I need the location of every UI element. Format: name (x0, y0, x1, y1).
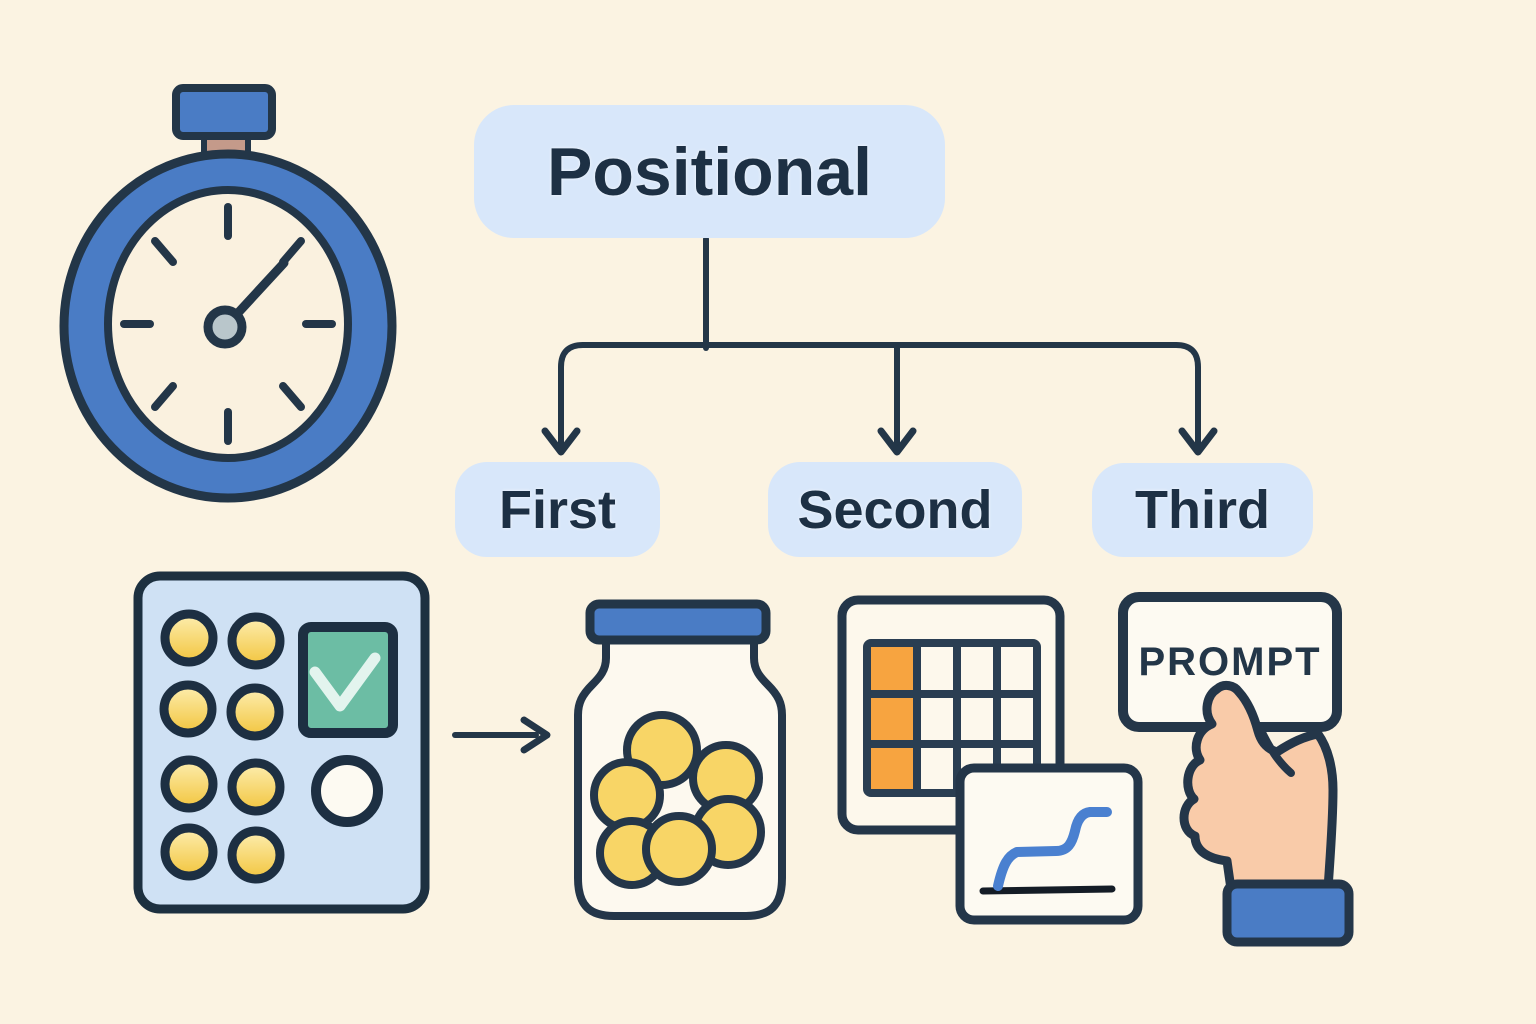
jar-coins (590, 711, 765, 889)
arrow-right-icon (452, 716, 551, 754)
stopwatch-button (172, 84, 276, 140)
jar-lid (585, 599, 771, 645)
coin-jar-icon (574, 599, 786, 920)
arrowhead-third (1178, 427, 1218, 456)
stopwatch-center-dot (203, 305, 247, 349)
check-square (298, 622, 398, 738)
branch-label-second: Second (768, 462, 1022, 557)
prompt-card-label: PROMPT (1138, 639, 1322, 684)
table-grid-lines (863, 639, 1041, 797)
tree-branch-first (558, 342, 586, 447)
chart-step-line (993, 807, 1112, 891)
chart-baseline (979, 885, 1116, 895)
root-label-positional: Positional (474, 105, 945, 238)
tree-branch-third (1173, 342, 1201, 447)
panel-buttons (159, 609, 285, 884)
check-icon (309, 652, 381, 712)
chart-card (955, 763, 1143, 925)
button-panel-icon (133, 571, 430, 914)
arrowhead-first (541, 427, 581, 456)
step-chart-icon (955, 763, 1143, 925)
hand-holding-prompt-card-icon (1118, 592, 1354, 947)
tree-connector (541, 236, 1218, 456)
stopwatch-ticks (120, 203, 336, 445)
stopwatch-icon (59, 84, 397, 503)
panel-round-button (311, 755, 383, 827)
hand-icon (1179, 680, 1338, 894)
arrowhead-second (877, 427, 917, 456)
table-orange-cells (867, 643, 917, 793)
hand-finger-line (1255, 722, 1295, 777)
sleeve-cuff (1222, 879, 1354, 947)
branch-label-first: First (455, 462, 660, 557)
branch-label-third: Third (1092, 463, 1313, 557)
